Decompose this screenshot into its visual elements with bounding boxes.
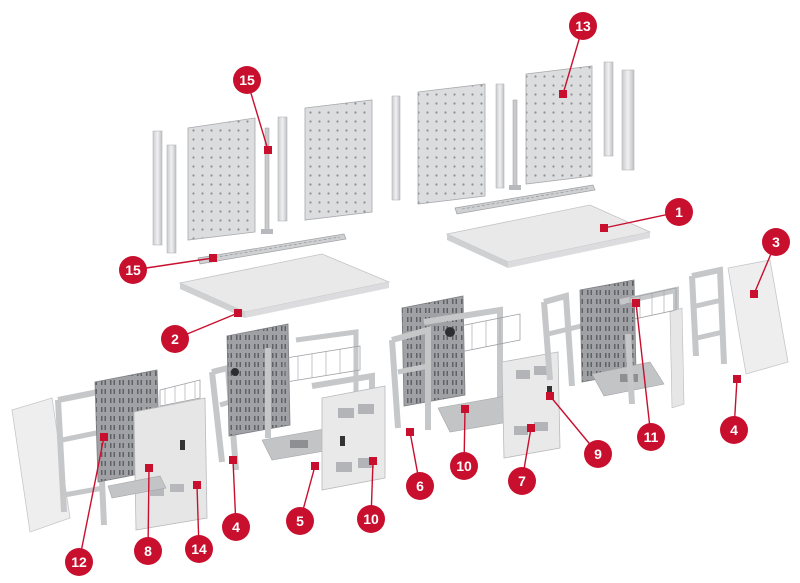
side-panel-right (727, 259, 789, 375)
pegboard-panel (417, 83, 486, 205)
module-center-right (389, 295, 561, 459)
anchor-square-c10b (461, 405, 469, 413)
callout-label-c10a: 10 (363, 511, 379, 527)
anchor-square-c7 (527, 424, 535, 432)
upright-post (495, 83, 505, 189)
callout-circle-c11 (637, 423, 665, 451)
anchor-square-c15b (209, 254, 217, 262)
anchor-square-c13 (559, 90, 567, 98)
module-center-left (209, 323, 386, 491)
anchor-square-c4a (229, 456, 237, 464)
leader-line-c12 (78, 436, 105, 563)
callout-label-c1: 1 (675, 204, 683, 220)
leader-line-c11 (635, 302, 652, 438)
callout-circle-c12 (65, 548, 93, 576)
anchor-square-c6 (406, 428, 414, 436)
callout-label-c10b: 10 (456, 458, 472, 474)
callout-circle-c14 (185, 535, 213, 563)
callout-label-c2: 2 (171, 331, 179, 347)
callout-circle-c6 (406, 472, 434, 500)
callout-circle-c4b (720, 416, 748, 444)
callout-label-c3: 3 (772, 234, 780, 250)
callout-circle-c5 (286, 507, 314, 535)
rod-foot (509, 185, 521, 190)
callout-circle-c15b (119, 256, 147, 284)
upright-post (621, 69, 635, 171)
anchor-square-c2 (234, 309, 242, 317)
callout-circle-c3 (762, 228, 790, 256)
anchor-square-c8 (145, 464, 153, 472)
upright-post (391, 95, 401, 201)
callout-label-c5: 5 (296, 513, 304, 529)
module-left (11, 369, 208, 533)
callout-label-c7: 7 (518, 473, 526, 489)
callout-leaders (78, 25, 777, 563)
upright-post (277, 116, 288, 222)
anchor-square-c12 (100, 433, 108, 441)
side-panel-left (11, 397, 71, 533)
callout-label-c9: 9 (594, 446, 602, 462)
callout-circle-c9 (584, 440, 612, 468)
pegboard-row (152, 61, 635, 254)
anchor-square-c4b (733, 375, 741, 383)
anchor-square-c5 (311, 462, 319, 470)
pegboard-panel (525, 65, 593, 185)
upright-post (603, 61, 614, 157)
anchor-square-c10a (369, 457, 377, 465)
upright-post (152, 130, 163, 246)
hanging-rod (512, 99, 518, 187)
upright-post (166, 144, 177, 254)
worktop-left (178, 253, 391, 318)
anchor-square-c1 (600, 224, 608, 232)
callout-circle-c8 (134, 537, 162, 565)
callout-label-c4a: 4 (232, 519, 240, 535)
callout-circle-c1 (665, 198, 693, 226)
pegboard-panel (304, 99, 373, 221)
callout-circle-c13 (569, 12, 597, 40)
anchor-square-c3 (750, 290, 758, 298)
rod-foot (261, 229, 273, 234)
callout-label-c15b: 15 (125, 262, 141, 278)
callout-label-c4b: 4 (730, 422, 738, 438)
callout-circle-c7 (508, 467, 536, 495)
worktop-right (445, 204, 652, 268)
callout-circle-c10a (357, 505, 385, 533)
anchor-square-c11 (632, 299, 640, 307)
callout-label-c13: 13 (575, 18, 591, 34)
callout-label-c15a: 15 (239, 72, 255, 88)
callout-label-c6: 6 (416, 478, 424, 494)
module-right-end (689, 259, 789, 375)
callout-label-c11: 11 (644, 429, 659, 445)
callout-label-c14: 14 (191, 541, 207, 557)
module-right (541, 279, 685, 409)
callout-circle-c10b (450, 452, 478, 480)
pegboard-panel (187, 117, 256, 241)
top-rail-right (454, 184, 596, 215)
anchor-square-c15a (264, 146, 272, 154)
anchor-square-c9 (546, 392, 554, 400)
callout-circle-c2 (161, 325, 189, 353)
callout-label-c8: 8 (144, 543, 152, 559)
callout-label-c12: 12 (71, 554, 87, 570)
callout-circle-c15a (233, 66, 261, 94)
callout-circle-c4a (222, 513, 250, 541)
top-rail-left (197, 233, 347, 265)
anchor-square-c14 (193, 481, 201, 489)
